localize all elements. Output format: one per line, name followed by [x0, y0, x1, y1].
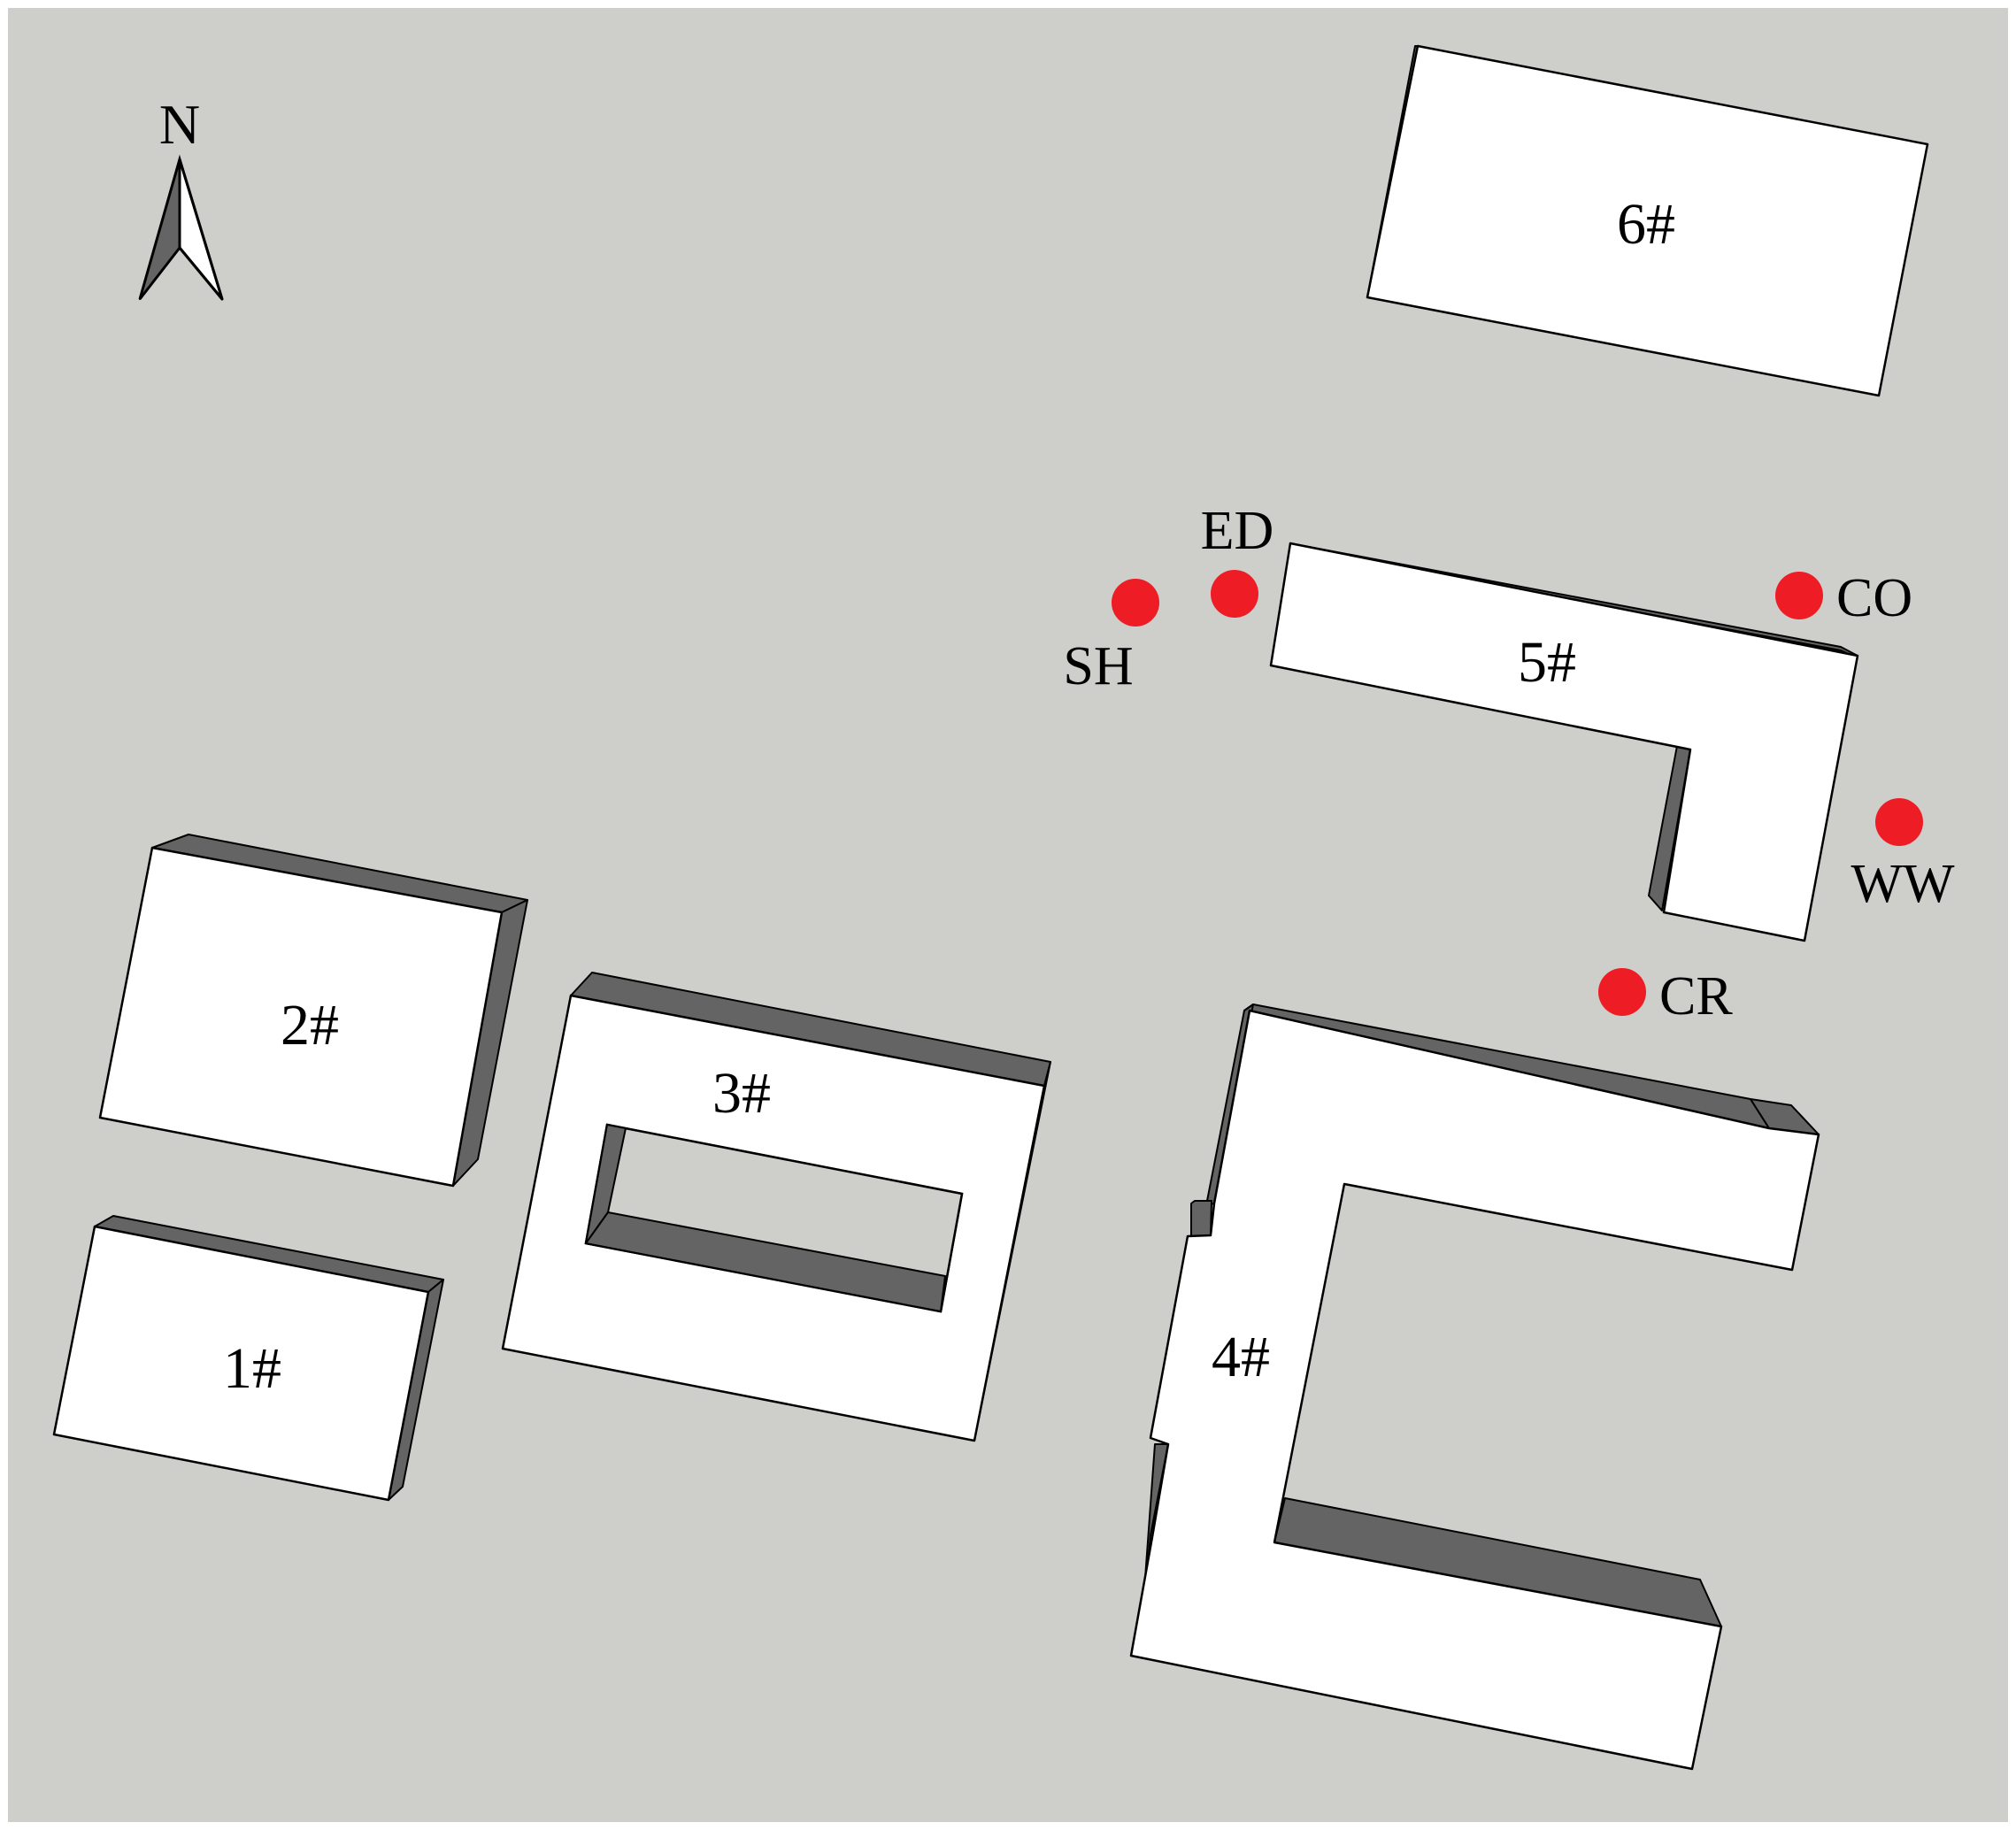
building-4-roof — [1129, 1009, 1820, 1771]
measurement-points: SH ED CO WW CR — [1063, 501, 1955, 1026]
point-co-marker — [1775, 572, 1823, 619]
building-3-label: 3# — [712, 1061, 771, 1126]
building-1-label: 1# — [223, 1336, 281, 1401]
point-co-label: CO — [1836, 568, 1912, 628]
building-3-courtyard-wall-south — [585, 1211, 946, 1312]
north-arrow-outline — [138, 154, 224, 300]
building-6: 6# — [1366, 44, 1929, 397]
building-1-roof — [52, 1225, 430, 1502]
building-2-roof — [98, 846, 504, 1188]
point-cr-marker — [1598, 968, 1646, 1016]
building-5-roof — [1269, 542, 1859, 942]
building-6-label: 6# — [1617, 192, 1675, 257]
point-ed-label: ED — [1201, 501, 1274, 561]
building-6-roof — [1366, 44, 1929, 397]
building-5: 5# — [1269, 542, 1859, 942]
building-2: 2# — [98, 834, 528, 1188]
building-5-label: 5# — [1518, 630, 1576, 695]
point-cr-label: CR — [1659, 966, 1733, 1026]
building-2-label: 2# — [281, 993, 339, 1057]
point-ww-label: WW — [1851, 854, 1955, 914]
point-sh-marker — [1112, 579, 1159, 627]
building-3: 3# — [501, 972, 1051, 1442]
point-sh-label: SH — [1063, 636, 1133, 696]
building-4: 4# — [1129, 1003, 1820, 1771]
point-ww-marker — [1875, 798, 1923, 846]
north-label: N — [159, 93, 200, 156]
point-ed-marker — [1211, 570, 1258, 618]
building-4-wall-annex — [1190, 1200, 1212, 1237]
building-4-label: 4# — [1212, 1325, 1270, 1389]
building-1: 1# — [52, 1215, 444, 1502]
north-arrow: N — [138, 93, 224, 301]
